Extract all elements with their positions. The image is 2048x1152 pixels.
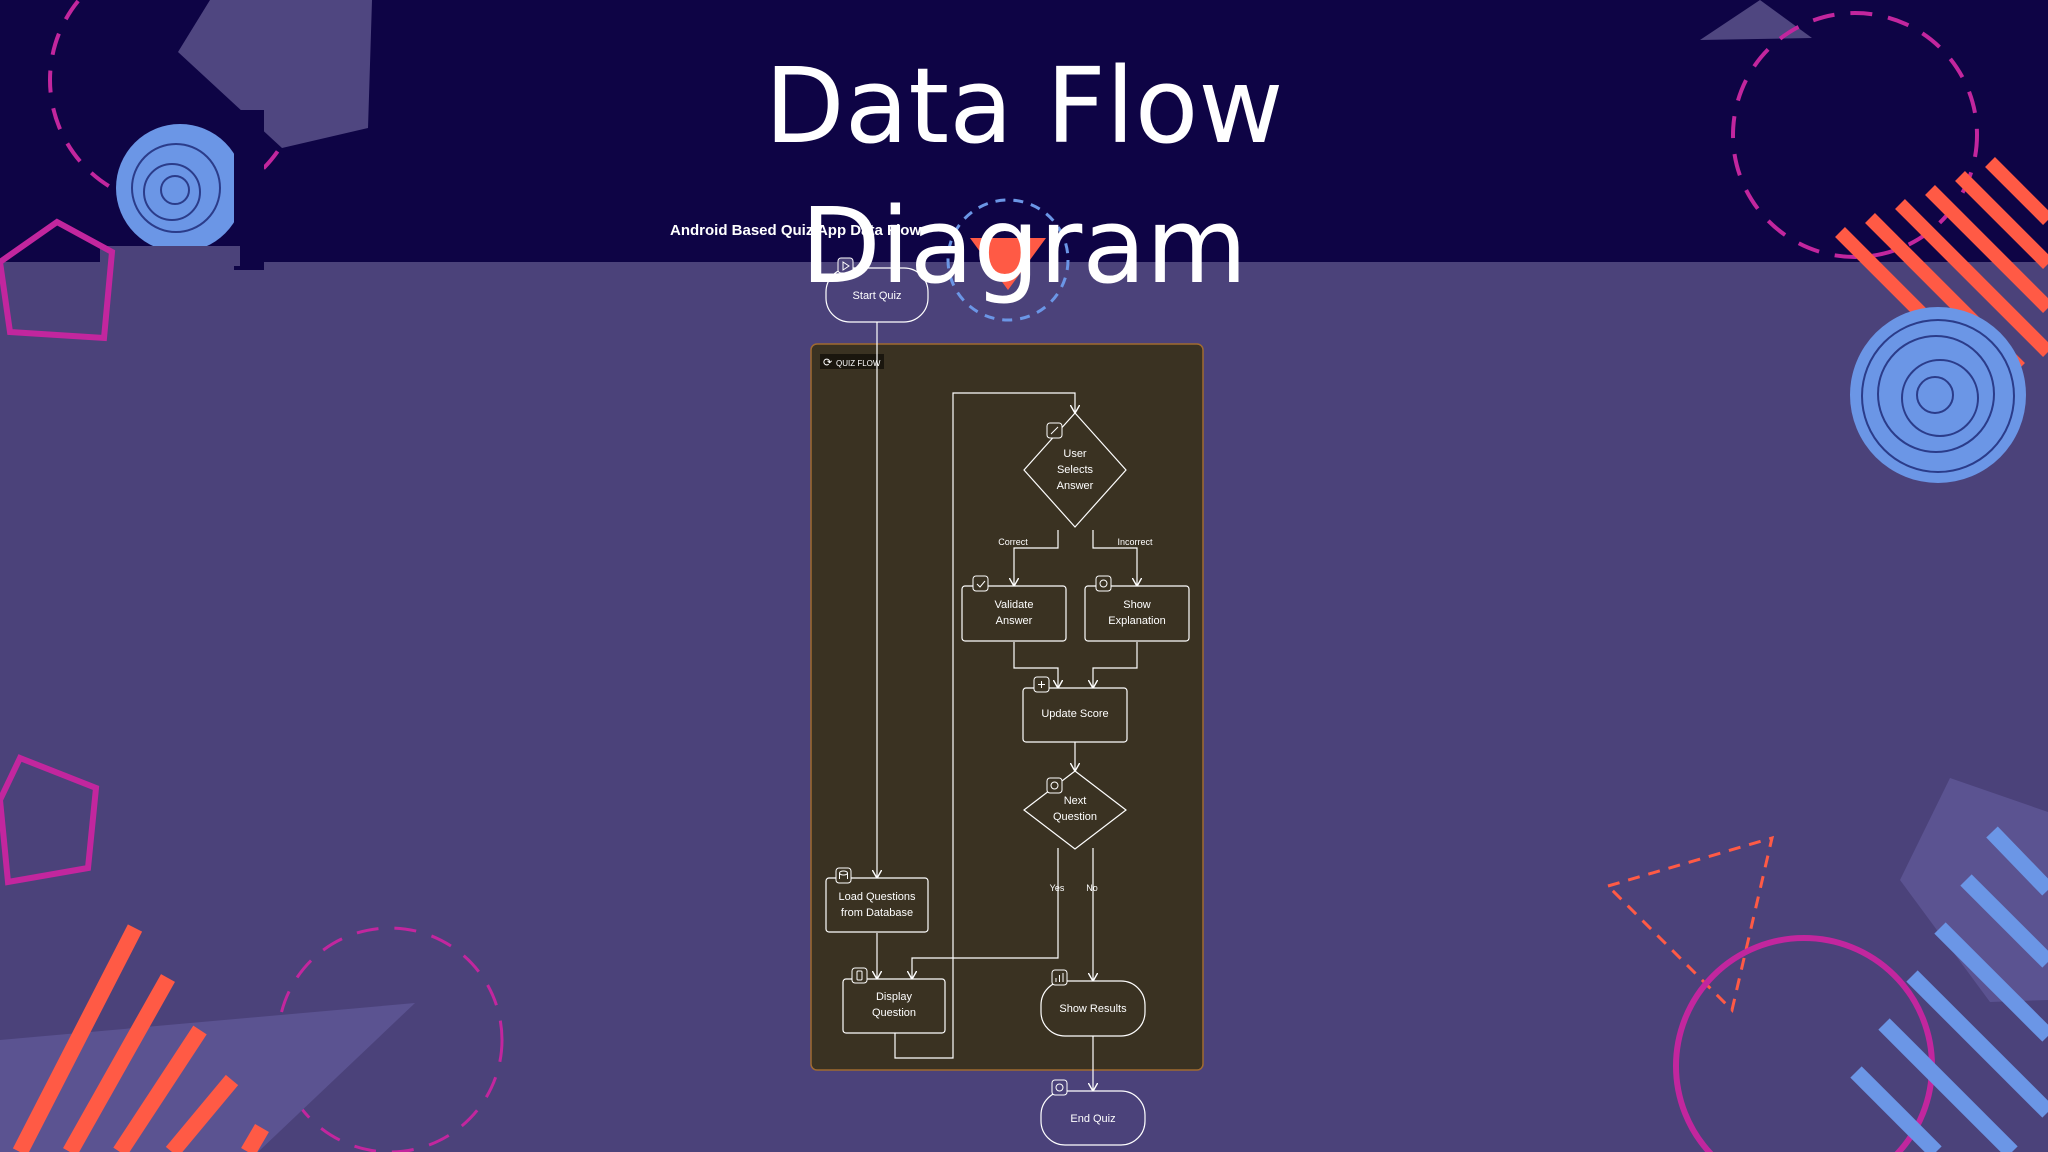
- topo-globe-icon: [116, 124, 244, 252]
- orange-stripes-decoration-left: [12, 924, 269, 1152]
- pentagon-decoration: [178, 0, 372, 148]
- triangle-decoration: [1700, 0, 1812, 40]
- node-validate-answer: [961, 585, 1067, 642]
- edge-explain-score: [1093, 642, 1138, 687]
- update-score-label: Update Score: [1041, 708, 1108, 720]
- edge-validate-score: [1013, 642, 1058, 687]
- loop-icon: ⟳: [823, 357, 832, 369]
- start-quiz-label: Start Quiz: [853, 290, 902, 302]
- slide-title-line-1: Data Flow: [764, 45, 1284, 167]
- info-icon: [1095, 575, 1112, 592]
- node-start-quiz: [825, 267, 929, 323]
- play-icon: [837, 257, 854, 274]
- arrow-icon: [1046, 777, 1063, 794]
- edge-select-validate: [1014, 530, 1059, 585]
- node-end-quiz: [1040, 1090, 1146, 1146]
- display-question-label-2: Question: [872, 1007, 916, 1019]
- slide-title: Data Flow Diagram: [0, 36, 2048, 316]
- load-questions-label-2: from Database: [841, 907, 913, 919]
- node-load-questions: [825, 877, 929, 933]
- stop-icon: [1051, 1079, 1068, 1096]
- check-icon: [972, 575, 989, 592]
- edge-next-display: [912, 848, 1059, 978]
- blue-stripes-decoration: [1850, 826, 2048, 1152]
- display-question-label-1: Display: [876, 991, 913, 1003]
- node-display-question: [842, 978, 946, 1034]
- dashed-circle-decoration-center: [946, 198, 1070, 322]
- dashed-circle-decoration-right: [1731, 11, 1979, 259]
- container-tag: [820, 354, 884, 369]
- outline-pentagon-decoration: [0, 218, 116, 342]
- orange-triangle-decoration: [970, 238, 1046, 290]
- load-questions-label-1: Load Questions: [838, 891, 916, 903]
- node-update-score: [1022, 687, 1128, 743]
- edge-label-no: No: [1086, 883, 1098, 893]
- user-selects-label-2: Selects: [1057, 464, 1094, 476]
- node-show-results: [1040, 980, 1146, 1037]
- dashed-triangle-decoration: [1605, 835, 1775, 1013]
- edge-label-correct: Correct: [998, 537, 1028, 547]
- user-selects-label-3: Answer: [1057, 480, 1094, 492]
- show-explanation-label-2: Explanation: [1108, 615, 1166, 627]
- show-explanation-label-1: Show: [1123, 599, 1151, 611]
- validate-answer-label-1: Validate: [995, 599, 1034, 611]
- triangle-decoration-bottom: [0, 1003, 415, 1152]
- outline-pentagon-decoration-left: [0, 754, 100, 886]
- show-results-label: Show Results: [1059, 1003, 1127, 1015]
- next-question-label-2: Question: [1053, 811, 1097, 823]
- diagram-caption: Android Based Quiz App Data Flow: [670, 222, 922, 239]
- slide-title-line-2: Diagram: [800, 185, 1248, 307]
- edge-label-incorrect: Incorrect: [1117, 537, 1153, 547]
- container-label: QUIZ FLOW: [836, 359, 881, 368]
- topo-globe-icon-right: [1850, 307, 2026, 483]
- edge-select-explain: [1092, 530, 1137, 585]
- end-quiz-label: End Quiz: [1070, 1113, 1115, 1125]
- phone-icon: [851, 967, 868, 984]
- edge-display-select: [894, 392, 1075, 1059]
- node-show-explanation: [1084, 585, 1190, 642]
- next-question-label-1: Next: [1064, 795, 1087, 807]
- edge-label-yes: Yes: [1050, 883, 1065, 893]
- quiz-flow-container: [810, 343, 1204, 1071]
- node-user-selects-answer: [1023, 412, 1127, 528]
- validate-answer-label-2: Answer: [996, 615, 1033, 627]
- user-selects-label-1: User: [1063, 448, 1087, 460]
